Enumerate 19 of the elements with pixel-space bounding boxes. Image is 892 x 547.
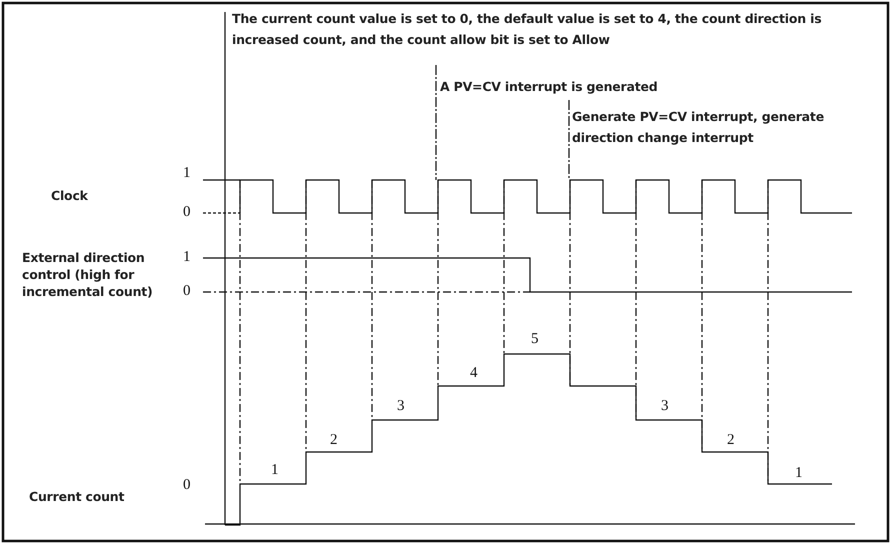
count-value: 4	[470, 365, 478, 381]
level-value: 0	[183, 477, 190, 493]
signal-name: Clock	[51, 187, 88, 205]
level-value: 0	[183, 204, 190, 220]
count-value: 2	[330, 432, 338, 448]
count-value: 1	[795, 465, 802, 481]
count-value: 5	[531, 331, 538, 347]
level-value: 1	[183, 249, 190, 265]
signal-name: External direction control (high for incremental count)	[22, 249, 154, 300]
count-value: 1	[271, 462, 278, 478]
annotation-text: The current count value is set to 0, the default value is set to 4, the count direction is increased count, and the count allow bit is set to Allow	[232, 10, 822, 49]
count-value: 3	[661, 398, 668, 414]
level-value: 0	[183, 283, 190, 299]
count-value: 2	[727, 432, 734, 448]
level-value: 1	[183, 165, 190, 181]
count-value: 3	[397, 398, 404, 414]
annotation-text: A PV=CV interrupt is generated	[440, 78, 659, 96]
signal-name: Current count	[29, 488, 124, 506]
annotation-text: Generate PV=CV interrupt, generate direction change interrupt	[572, 108, 825, 147]
